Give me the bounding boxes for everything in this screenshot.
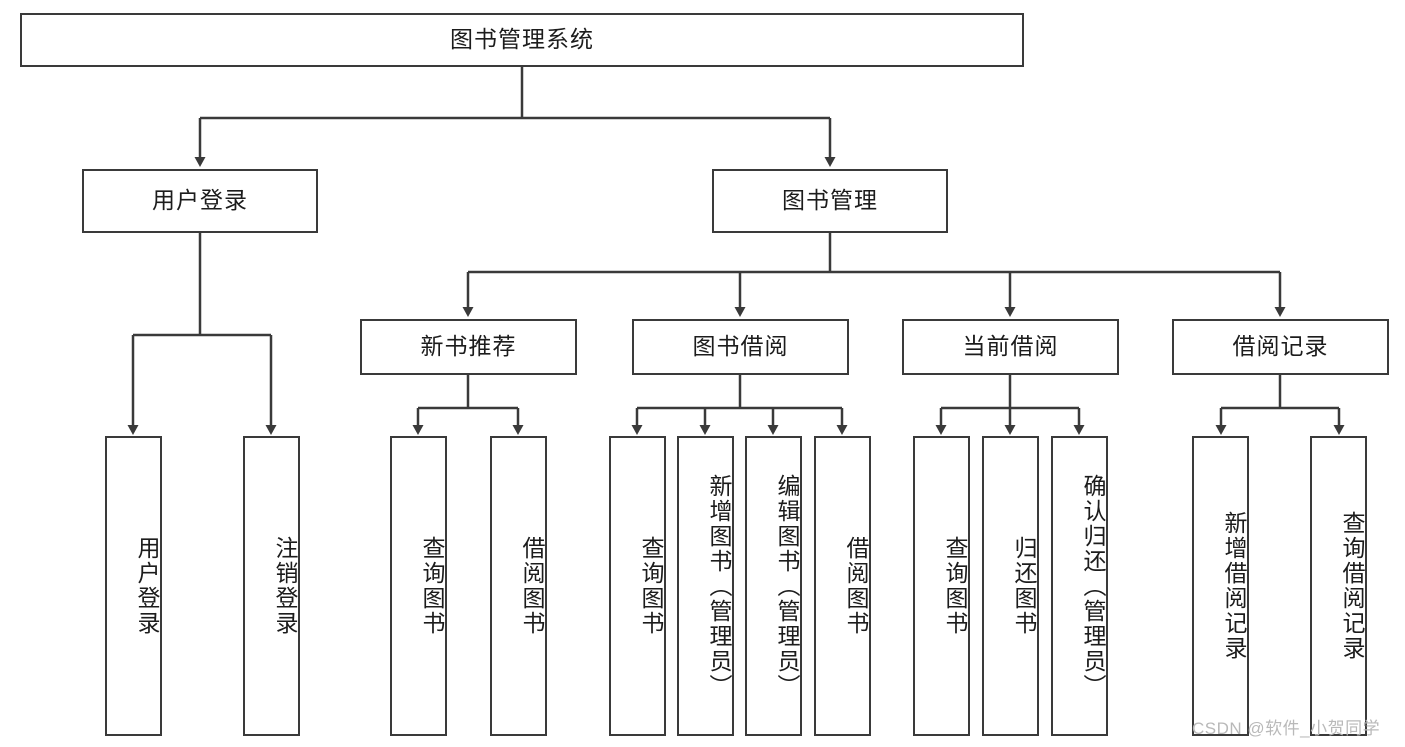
node-leaf-label: 借阅图书 (843, 536, 869, 636)
node-book-borrow-label: 图书借阅 (692, 333, 789, 360)
node-leaf-label: 用户登录 (134, 536, 160, 636)
node-leaf-borrow-record-query[interactable]: 查询借阅记录 (1310, 436, 1367, 736)
node-leaf-label: 查询借阅记录 (1339, 511, 1365, 661)
node-leaf-user-login-logout[interactable]: 注销登录 (243, 436, 300, 736)
node-leaf-label: 确认归还（管理员） (1080, 473, 1106, 699)
node-leaf-new-book-query[interactable]: 查询图书 (390, 436, 447, 736)
node-borrow-record-label: 借阅记录 (1232, 333, 1329, 360)
node-leaf-label: 注销登录 (272, 536, 298, 636)
node-book-manage[interactable]: 图书管理 (712, 169, 948, 233)
node-current-borrow-label: 当前借阅 (962, 333, 1059, 360)
node-leaf-label: 查询图书 (419, 536, 445, 636)
node-leaf-current-borrow-confirm[interactable]: 确认归还（管理员） (1051, 436, 1108, 736)
node-leaf-book-borrow-edit[interactable]: 编辑图书（管理员） (745, 436, 802, 736)
node-root-label: 图书管理系统 (450, 26, 594, 53)
node-leaf-book-borrow-borrow[interactable]: 借阅图书 (814, 436, 871, 736)
node-current-borrow[interactable]: 当前借阅 (902, 319, 1119, 375)
node-user-login-label: 用户登录 (152, 187, 248, 214)
node-user-login[interactable]: 用户登录 (82, 169, 318, 233)
node-leaf-book-borrow-query[interactable]: 查询图书 (609, 436, 666, 736)
node-leaf-label: 查询图书 (638, 536, 664, 636)
node-book-borrow[interactable]: 图书借阅 (632, 319, 849, 375)
node-leaf-current-borrow-return[interactable]: 归还图书 (982, 436, 1039, 736)
watermark: CSDN @软件_小贺同学 (1192, 719, 1381, 738)
node-leaf-label: 归还图书 (1011, 536, 1037, 636)
node-leaf-label: 新增借阅记录 (1221, 511, 1247, 661)
node-new-book-label: 新书推荐 (420, 333, 517, 360)
node-borrow-record[interactable]: 借阅记录 (1172, 319, 1389, 375)
node-leaf-current-borrow-query[interactable]: 查询图书 (913, 436, 970, 736)
node-leaf-user-login-login[interactable]: 用户登录 (105, 436, 162, 736)
node-leaf-label: 借阅图书 (519, 536, 545, 636)
node-leaf-book-borrow-add[interactable]: 新增图书（管理员） (677, 436, 734, 736)
node-leaf-borrow-record-add[interactable]: 新增借阅记录 (1192, 436, 1249, 736)
node-book-manage-label: 图书管理 (782, 187, 878, 214)
node-new-book[interactable]: 新书推荐 (360, 319, 577, 375)
node-root[interactable]: 图书管理系统 (20, 13, 1024, 67)
node-leaf-new-book-borrow[interactable]: 借阅图书 (490, 436, 547, 736)
node-leaf-label: 查询图书 (942, 536, 968, 636)
node-leaf-label: 新增图书（管理员） (706, 473, 732, 699)
node-leaf-label: 编辑图书（管理员） (774, 473, 800, 699)
